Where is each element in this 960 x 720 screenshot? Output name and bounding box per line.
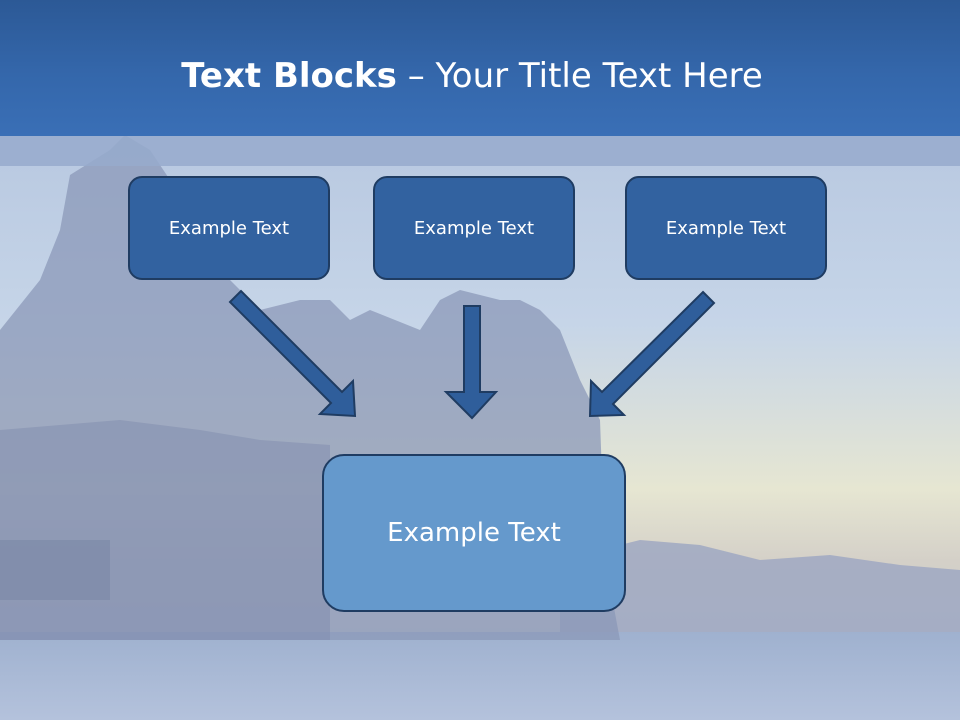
slide-title[interactable]: Text Blocks – Your Title Text Here — [0, 54, 944, 98]
arrow-down-right — [228, 289, 357, 418]
title-band — [0, 136, 960, 166]
title-dash: – — [396, 56, 436, 96]
text-block-label: Example Text — [665, 217, 787, 239]
text-block-left[interactable]: Example Text — [128, 176, 330, 280]
arrow-down — [443, 305, 499, 420]
title-bold-part: Text Blocks — [181, 56, 397, 96]
target-text-label: Example Text — [387, 518, 561, 548]
target-text-block[interactable]: Example Text — [322, 454, 626, 612]
title-rest: Your Title Text Here — [435, 56, 763, 96]
text-block-center[interactable]: Example Text — [373, 176, 575, 280]
text-block-right[interactable]: Example Text — [625, 176, 827, 280]
arrow-down-left — [588, 290, 716, 418]
title-bar — [0, 0, 960, 136]
text-block-label: Example Text — [168, 217, 290, 239]
text-block-label: Example Text — [413, 217, 535, 239]
